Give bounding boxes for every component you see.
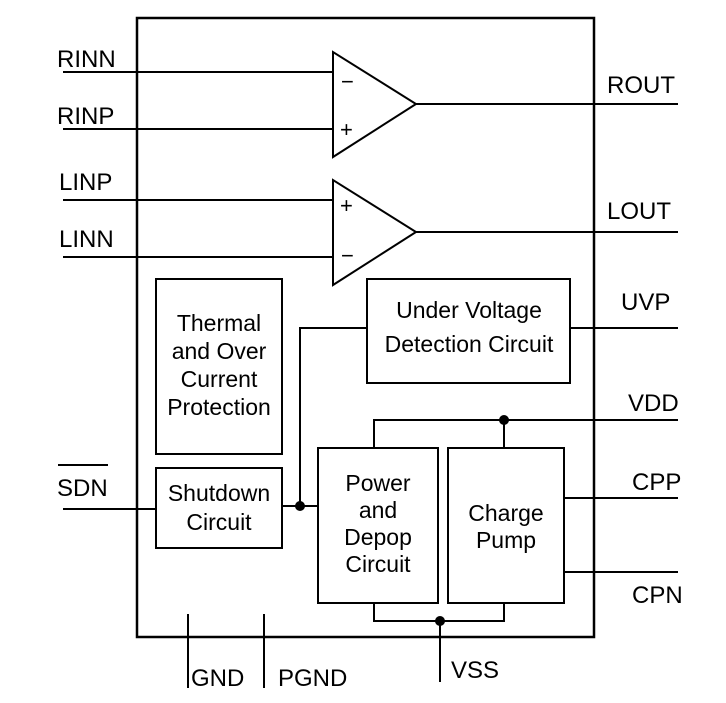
pin-rinn-label: RINN bbox=[57, 46, 116, 73]
vss-junction-dot bbox=[435, 616, 445, 626]
svg-text:Power: Power bbox=[345, 470, 411, 496]
right-amplifier: − + bbox=[63, 50, 678, 159]
right-amp-minus-sign: − bbox=[341, 69, 354, 94]
pin-cpn-label: CPN bbox=[632, 582, 683, 609]
svg-text:Protection: Protection bbox=[167, 394, 271, 420]
svg-text:and: and bbox=[359, 497, 397, 523]
thermal-protection-block bbox=[155, 278, 283, 455]
svg-text:Detection Circuit: Detection Circuit bbox=[385, 331, 554, 357]
charge-pump-block bbox=[447, 447, 565, 604]
pin-rout-label: ROUT bbox=[607, 72, 675, 99]
svg-text:Charge: Charge bbox=[468, 500, 543, 526]
svg-text:Circuit: Circuit bbox=[345, 551, 411, 577]
pin-uvp-label: UVP bbox=[621, 289, 670, 316]
right-amp-plus-sign: + bbox=[340, 117, 353, 142]
pin-cpp-label: CPP bbox=[632, 469, 681, 496]
thermal-protection-label: Thermal and Over Current Protection bbox=[167, 310, 271, 420]
svg-text:and Over: and Over bbox=[172, 338, 267, 364]
pin-linn-label: LINN bbox=[59, 226, 114, 253]
power-depop-block bbox=[317, 447, 439, 604]
pin-pgnd-label: PGND bbox=[278, 665, 347, 692]
svg-text:Circuit: Circuit bbox=[186, 509, 252, 535]
left-amp-plus-sign: + bbox=[340, 193, 353, 218]
left-amplifier: + − bbox=[63, 178, 678, 287]
pin-linp-label: LINP bbox=[59, 169, 112, 196]
uvlo-label: Under Voltage Detection Circuit bbox=[385, 297, 554, 357]
svg-text:Shutdown: Shutdown bbox=[168, 480, 270, 506]
pin-rinp-label: RINP bbox=[57, 103, 114, 130]
power-depop-label: Power and Depop Circuit bbox=[344, 470, 412, 577]
vdd-junction-dot bbox=[499, 415, 509, 425]
svg-text:Thermal: Thermal bbox=[177, 310, 261, 336]
pin-lout-label: LOUT bbox=[607, 198, 671, 225]
pin-gnd-label: GND bbox=[191, 665, 244, 692]
svg-text:Depop: Depop bbox=[344, 524, 412, 550]
left-amp-minus-sign: − bbox=[341, 243, 354, 268]
shutdown-block bbox=[155, 467, 283, 549]
shutdown-junction-dot bbox=[295, 501, 305, 511]
shutdown-label: Shutdown Circuit bbox=[168, 480, 270, 535]
svg-text:Current: Current bbox=[181, 366, 258, 392]
pin-vdd-label: VDD bbox=[628, 390, 679, 417]
charge-pump-label: Charge Pump bbox=[468, 500, 543, 553]
pin-vss-label: VSS bbox=[451, 657, 499, 684]
svg-text:Pump: Pump bbox=[476, 527, 536, 553]
pin-sdn-label: SDN bbox=[57, 475, 108, 502]
svg-text:Under Voltage: Under Voltage bbox=[396, 297, 542, 323]
uvlo-block bbox=[366, 278, 571, 384]
